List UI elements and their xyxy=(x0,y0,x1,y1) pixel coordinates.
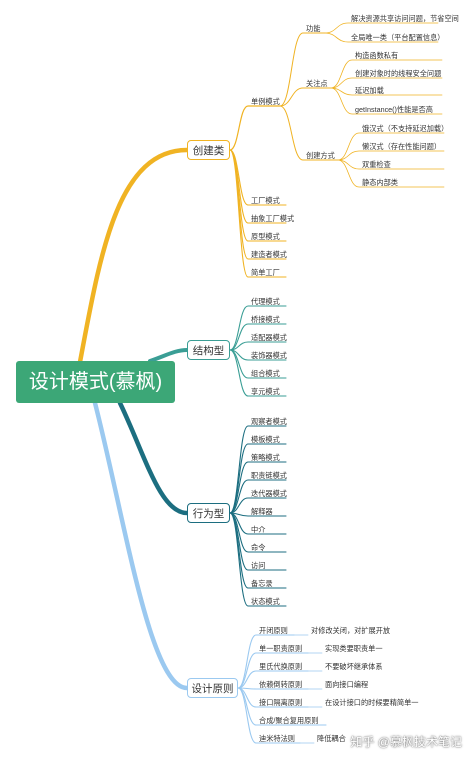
line-structural-0 xyxy=(229,305,287,351)
node-behavioral-item[interactable]: 状态模式 xyxy=(251,597,280,606)
node-structural-item[interactable]: 代理模式 xyxy=(251,297,280,306)
node-structural-item[interactable]: 桥接模式 xyxy=(251,315,280,324)
line-behavioral-2 xyxy=(229,461,287,514)
category-principles[interactable]: 设计原则 xyxy=(187,678,238,698)
line-concerns xyxy=(279,87,332,107)
category-structural[interactable]: 结构型 xyxy=(187,340,230,360)
node-creational-item[interactable]: 建造者模式 xyxy=(251,250,287,259)
node-principle-note[interactable]: 在设计接口的时候要精简单一 xyxy=(325,698,419,707)
node-function-item[interactable]: 全局唯一类（平台配置信息） xyxy=(351,33,445,42)
node-method-item[interactable]: 饿汉式（不支持延迟加载） xyxy=(362,124,449,133)
node-function[interactable]: 功能 xyxy=(306,24,321,33)
node-behavioral-item[interactable]: 中介 xyxy=(251,525,266,534)
trunk-behavioral xyxy=(117,400,190,516)
node-behavioral-item[interactable]: 观察者模式 xyxy=(251,417,287,426)
line-concern-3 xyxy=(330,87,443,115)
line-concern-1 xyxy=(330,77,443,89)
node-principle[interactable]: 单一职责原则 xyxy=(259,644,303,653)
line-function xyxy=(279,32,326,107)
node-principle-note[interactable]: 对修改关闭，对扩展开放 xyxy=(311,626,391,635)
line-method-3 xyxy=(337,159,445,188)
node-principle[interactable]: 依赖倒转原则 xyxy=(259,680,303,689)
node-method-item[interactable]: 静态内部类 xyxy=(362,178,398,187)
node-principle[interactable]: 开闭原则 xyxy=(259,626,288,635)
watermark: 知乎 @慕枫技术笔记 xyxy=(350,735,462,749)
node-concern-item[interactable]: 创建对象时的线程安全问题 xyxy=(355,69,442,78)
node-singleton[interactable]: 单例模式 xyxy=(251,97,280,106)
node-concern-item[interactable]: 延迟加载 xyxy=(355,86,384,95)
line-concern-0 xyxy=(330,59,443,89)
line-method-1 xyxy=(337,150,445,161)
node-structural-item[interactable]: 装饰器模式 xyxy=(251,351,287,360)
node-principle-note[interactable]: 实现类要职责单一 xyxy=(325,644,383,653)
line-creational-4 xyxy=(229,149,287,278)
node-principle[interactable]: 合成/聚合复用原则 xyxy=(259,716,319,725)
node-structural-item[interactable]: 组合模式 xyxy=(251,369,280,378)
node-function-item[interactable]: 解决资源共享访问问题，节省空间 xyxy=(351,14,459,23)
node-concerns[interactable]: 关注点 xyxy=(306,79,328,88)
node-structural-item[interactable]: 适配器模式 xyxy=(251,333,287,342)
line-method-2 xyxy=(337,159,445,170)
node-behavioral-item[interactable]: 职责链模式 xyxy=(251,471,287,480)
category-behavioral[interactable]: 行为型 xyxy=(187,503,230,523)
trunk-creational xyxy=(77,147,190,365)
node-methods[interactable]: 创建方式 xyxy=(306,151,335,160)
node-behavioral-item[interactable]: 迭代器模式 xyxy=(251,489,287,498)
node-structural-item[interactable]: 享元模式 xyxy=(251,387,280,396)
node-behavioral-item[interactable]: 访问 xyxy=(251,561,266,570)
node-principle[interactable]: 接口隔离原则 xyxy=(259,698,303,707)
node-principle-note[interactable]: 不要破坏继承体系 xyxy=(325,662,383,671)
node-creational-item[interactable]: 原型模式 xyxy=(251,232,280,241)
line-singleton xyxy=(229,105,281,151)
line-methods xyxy=(279,105,339,161)
node-creational-item[interactable]: 简单工厂 xyxy=(251,268,280,277)
line-method-0 xyxy=(337,132,445,161)
line-principle-6 xyxy=(237,687,301,744)
node-behavioral-item[interactable]: 备忘录 xyxy=(251,579,273,588)
node-behavioral-item[interactable]: 模板模式 xyxy=(251,435,280,444)
line-structural-1 xyxy=(229,323,287,351)
line-principle-2 xyxy=(237,670,309,689)
node-behavioral-item[interactable]: 命令 xyxy=(251,543,266,552)
line-function-0 xyxy=(324,22,439,34)
node-principle[interactable]: 迪米特法则 xyxy=(259,734,295,743)
line-principle-1 xyxy=(237,652,309,689)
line-structural-5 xyxy=(229,349,287,397)
node-concern-item[interactable]: 构造函数私有 xyxy=(355,51,399,60)
node-method-item[interactable]: 双重检查 xyxy=(362,160,391,169)
node-principle-note[interactable]: 面向接口编程 xyxy=(325,680,369,689)
category-creational[interactable]: 创建类 xyxy=(187,140,230,160)
trunk-structural xyxy=(148,348,189,363)
line-function-1 xyxy=(324,32,439,43)
node-behavioral-item[interactable]: 策略模式 xyxy=(251,453,280,462)
node-principle-note[interactable]: 降低耦合 xyxy=(317,734,346,743)
node-creational-item[interactable]: 工厂模式 xyxy=(251,196,280,205)
line-structural-2 xyxy=(229,341,287,351)
line-concern-2 xyxy=(330,87,443,96)
node-method-item[interactable]: 懒汉式（存在性能问题） xyxy=(362,142,442,151)
line-behavioral-10 xyxy=(229,512,287,607)
root-node[interactable]: 设计模式(慕枫) xyxy=(16,361,175,403)
node-concern-item[interactable]: getInstance()性能是否高 xyxy=(355,105,433,114)
node-creational-item[interactable]: 抽象工厂模式 xyxy=(251,214,295,223)
node-behavioral-item[interactable]: 解释器 xyxy=(251,507,273,516)
line-behavioral-4 xyxy=(229,497,287,514)
node-principle[interactable]: 里氏代换原则 xyxy=(259,662,303,671)
trunk-principles xyxy=(92,400,190,691)
